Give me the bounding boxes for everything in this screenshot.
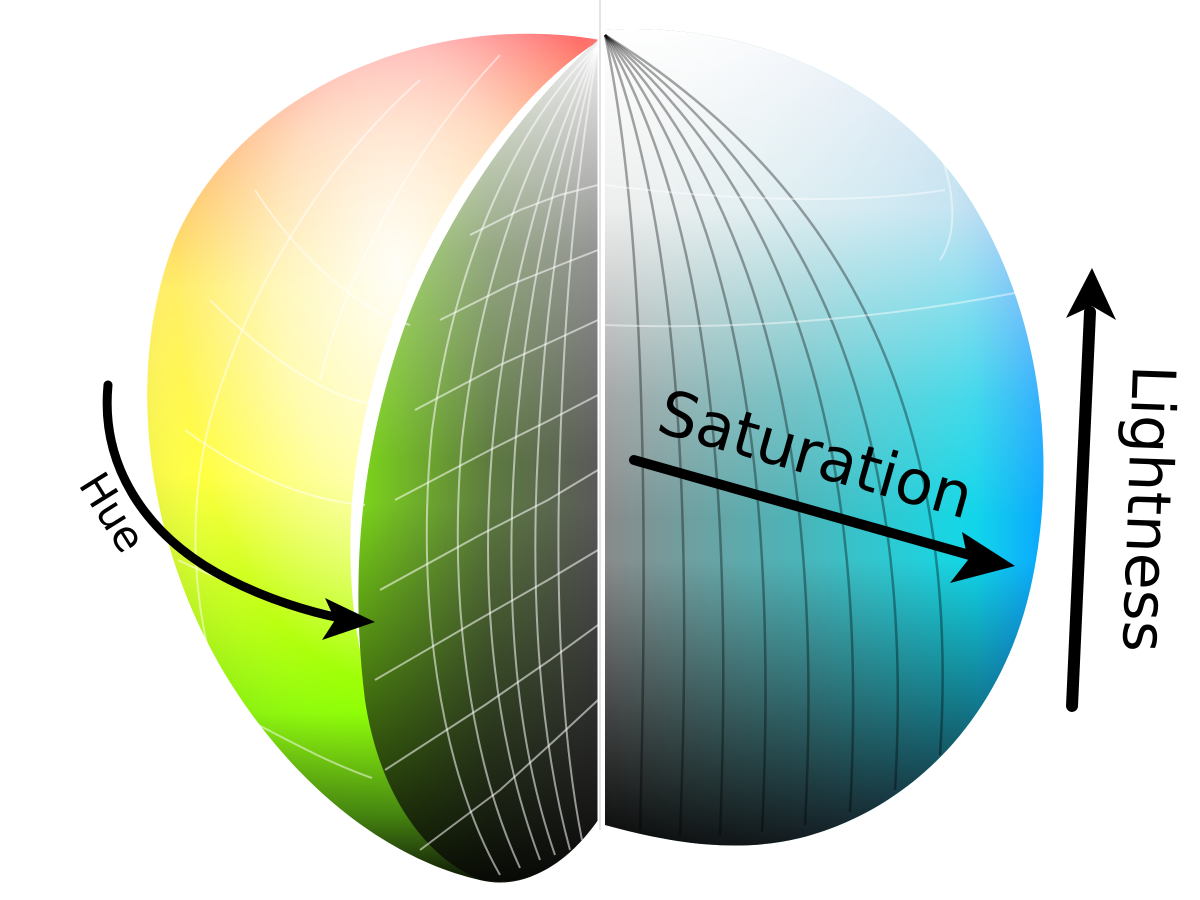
left-cross-section xyxy=(358,40,599,882)
saturation-arrow-icon xyxy=(629,455,1015,583)
right-parallels xyxy=(604,129,1031,328)
cut-face-grid xyxy=(374,44,599,876)
lightness-label: Lightness xyxy=(1108,364,1188,653)
right-meridians xyxy=(603,33,944,836)
left-hemisphere-surface xyxy=(147,33,600,883)
lightness-arrow-icon xyxy=(1066,268,1116,712)
right-hemisphere xyxy=(603,29,1044,846)
hue-arrow-icon xyxy=(102,380,375,640)
